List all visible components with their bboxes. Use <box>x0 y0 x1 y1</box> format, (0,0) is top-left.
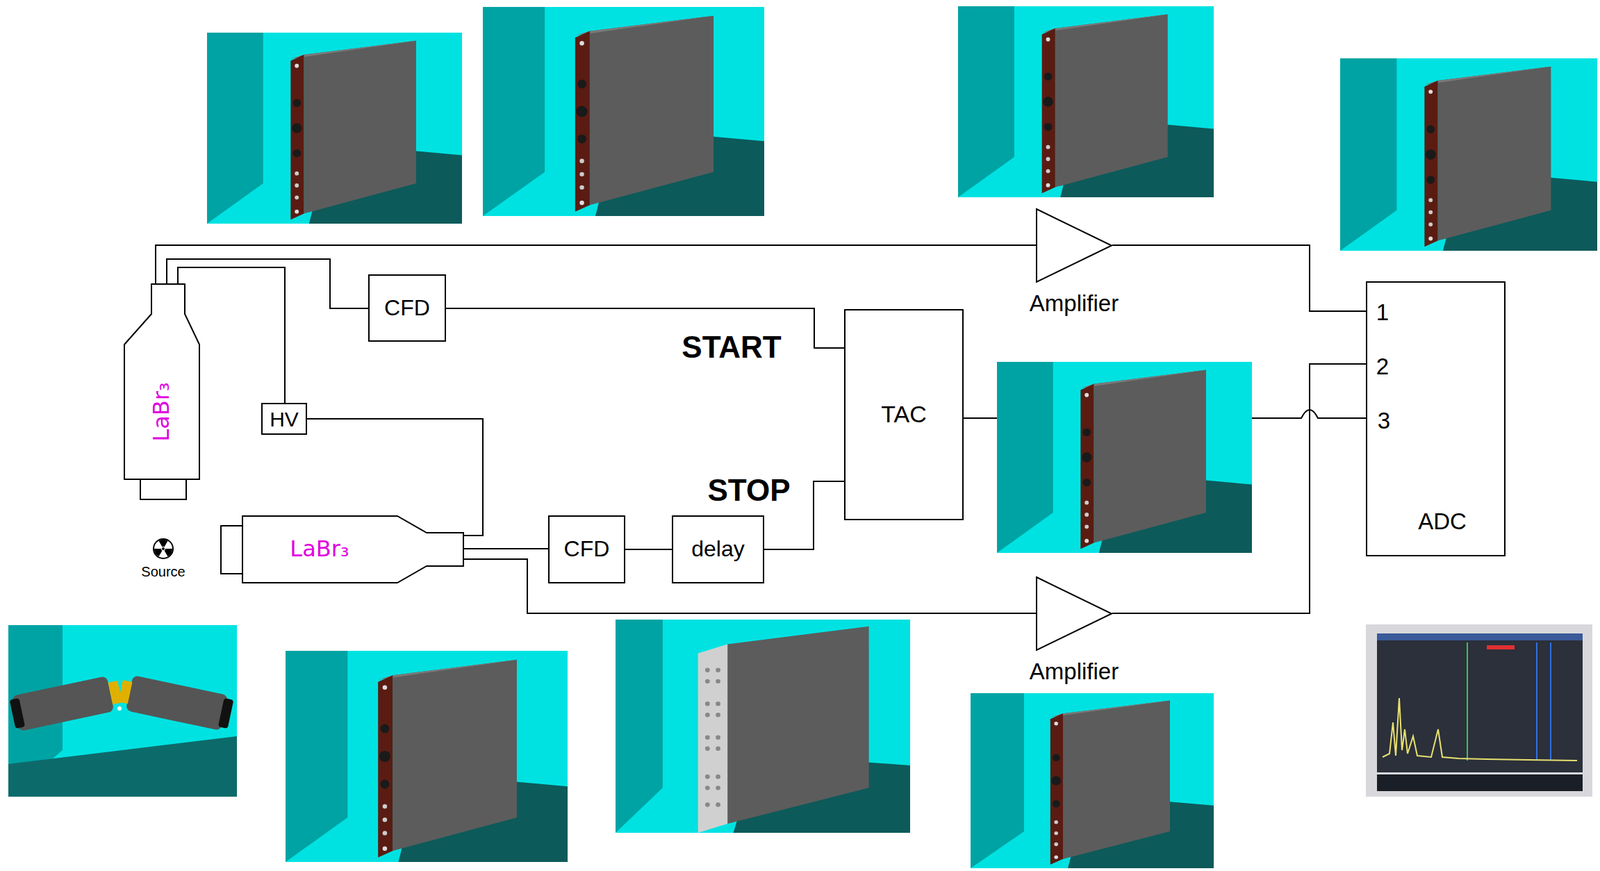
node-label: TAC <box>880 401 927 428</box>
process-box: 1 2 3ADC <box>1365 281 1506 557</box>
signal-name: START <box>681 330 781 365</box>
node-label: LaBr₃ <box>289 537 349 562</box>
triangle-outline <box>1036 209 1112 283</box>
source-label: Source <box>141 564 185 580</box>
amplifier-triangle: Amplifier <box>1035 576 1113 651</box>
spectrum-screen-photo <box>1365 624 1593 797</box>
triangle-outline <box>1035 208 1113 283</box>
node-label: CFD <box>384 295 431 321</box>
node-label: Amplifier <box>1029 291 1119 317</box>
detector-shape: LaBr₃ <box>123 283 201 501</box>
nim-module-render <box>482 6 765 217</box>
detector-outline <box>124 284 200 500</box>
triangle-outline <box>1036 577 1112 651</box>
node-label: CFD <box>564 537 610 562</box>
signal-wire <box>446 308 845 349</box>
signal-wire <box>155 245 1036 284</box>
process-box: TAC <box>844 309 964 521</box>
process-box: CFD <box>368 274 447 342</box>
nim-module-render <box>1340 58 1598 251</box>
process-box: CFD <box>548 515 626 584</box>
node-label: 3 <box>1377 408 1391 434</box>
amplifier-triangle: Amplifier <box>1035 208 1113 283</box>
nim-module-render <box>996 361 1252 554</box>
node-label: 1 <box>1376 300 1389 326</box>
signal-wire <box>625 548 672 551</box>
signal-name: STOP <box>707 473 790 508</box>
node-label: Amplifier <box>1029 659 1119 685</box>
radiation-source-symbol <box>152 537 173 559</box>
nim-module-render <box>285 650 568 863</box>
process-box: HV <box>261 402 308 435</box>
node-label: LaBr₃ <box>149 382 174 442</box>
signal-wire <box>1112 245 1366 312</box>
detector-outline <box>220 516 464 583</box>
nim-module-render <box>207 32 463 224</box>
patch-panel-render <box>615 619 911 834</box>
node-label: 2 <box>1376 354 1389 380</box>
process-box: delay <box>671 515 765 584</box>
nim-module-render <box>970 693 1214 869</box>
node-label: delay <box>691 537 745 562</box>
detector-pair-render <box>8 625 237 797</box>
triangle-outline <box>1035 576 1113 651</box>
signal-wire <box>166 259 369 309</box>
node-label: HV <box>269 407 299 431</box>
nim-module-render <box>958 6 1214 198</box>
signal-wire <box>464 548 549 550</box>
detector-shape: LaBr₃ <box>220 515 465 584</box>
node-label: ADC <box>1417 509 1467 535</box>
